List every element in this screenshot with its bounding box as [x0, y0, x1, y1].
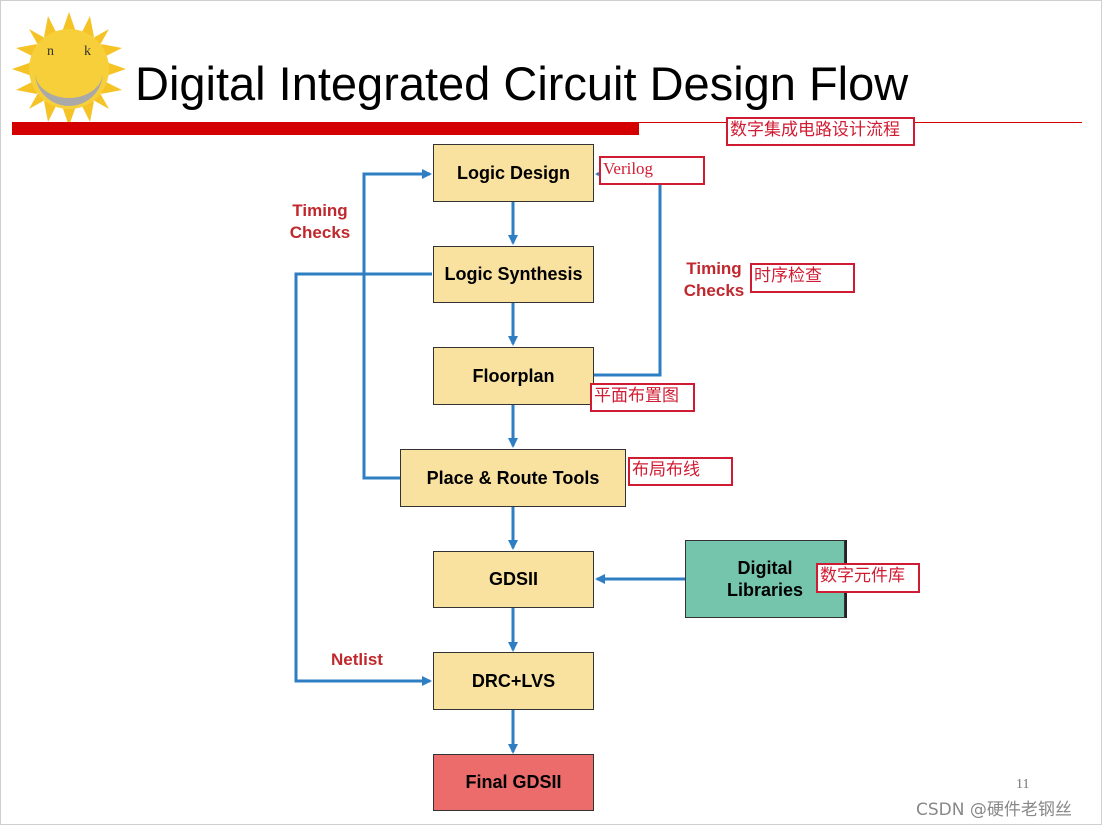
logo-letter-k: k	[84, 44, 91, 59]
box-floorplan: Floorplan	[433, 347, 594, 405]
box-digital-libraries: Digital Libraries	[685, 540, 845, 618]
arrow-timing-right-loop	[594, 169, 662, 377]
label-timing-left-line1: Timing	[292, 201, 348, 220]
box-place-route: Place & Route Tools	[400, 449, 626, 507]
box-logic-design: Logic Design	[433, 144, 594, 202]
digital-libraries-line1: Digital	[737, 558, 793, 578]
slide-title: Digital Integrated Circuit Design Flow	[135, 57, 909, 110]
box-final-gdsii: Final GDSII	[433, 754, 594, 811]
label-timing-checks-left: Timing Checks	[282, 200, 358, 244]
label-timing-checks-right: Timing Checks	[676, 258, 752, 302]
title-underline-bar	[12, 122, 639, 135]
annotation-place-route-cn: 布局布线	[628, 457, 733, 486]
label-timing-right-line1: Timing	[686, 259, 742, 278]
annotation-floorplan-cn: 平面布置图	[590, 383, 695, 412]
annotation-verilog: Verilog	[599, 156, 705, 185]
box-drc-lvs: DRC+LVS	[433, 652, 594, 710]
sun-logo-icon: n k	[12, 12, 126, 126]
arrow-timing-left-loop	[362, 169, 432, 480]
annotation-title-cn: 数字集成电路设计流程	[726, 117, 915, 146]
arrow-netlist-loop	[294, 272, 432, 686]
box-gdsii: GDSII	[433, 551, 594, 608]
annotation-timing-cn: 时序检查	[750, 263, 855, 293]
logo-letter-n: n	[47, 44, 54, 59]
box-logic-synthesis: Logic Synthesis	[433, 246, 594, 303]
label-timing-left-line2: Checks	[289, 223, 351, 242]
csdn-watermark: CSDN @硬件老钢丝	[916, 800, 1072, 820]
digital-libraries-line2: Libraries	[726, 580, 804, 600]
page-number: 11	[1016, 777, 1030, 792]
label-timing-right-line2: Checks	[683, 281, 745, 300]
annotation-digital-libraries-cn: 数字元件库	[816, 563, 920, 593]
label-netlist: Netlist	[331, 650, 383, 669]
